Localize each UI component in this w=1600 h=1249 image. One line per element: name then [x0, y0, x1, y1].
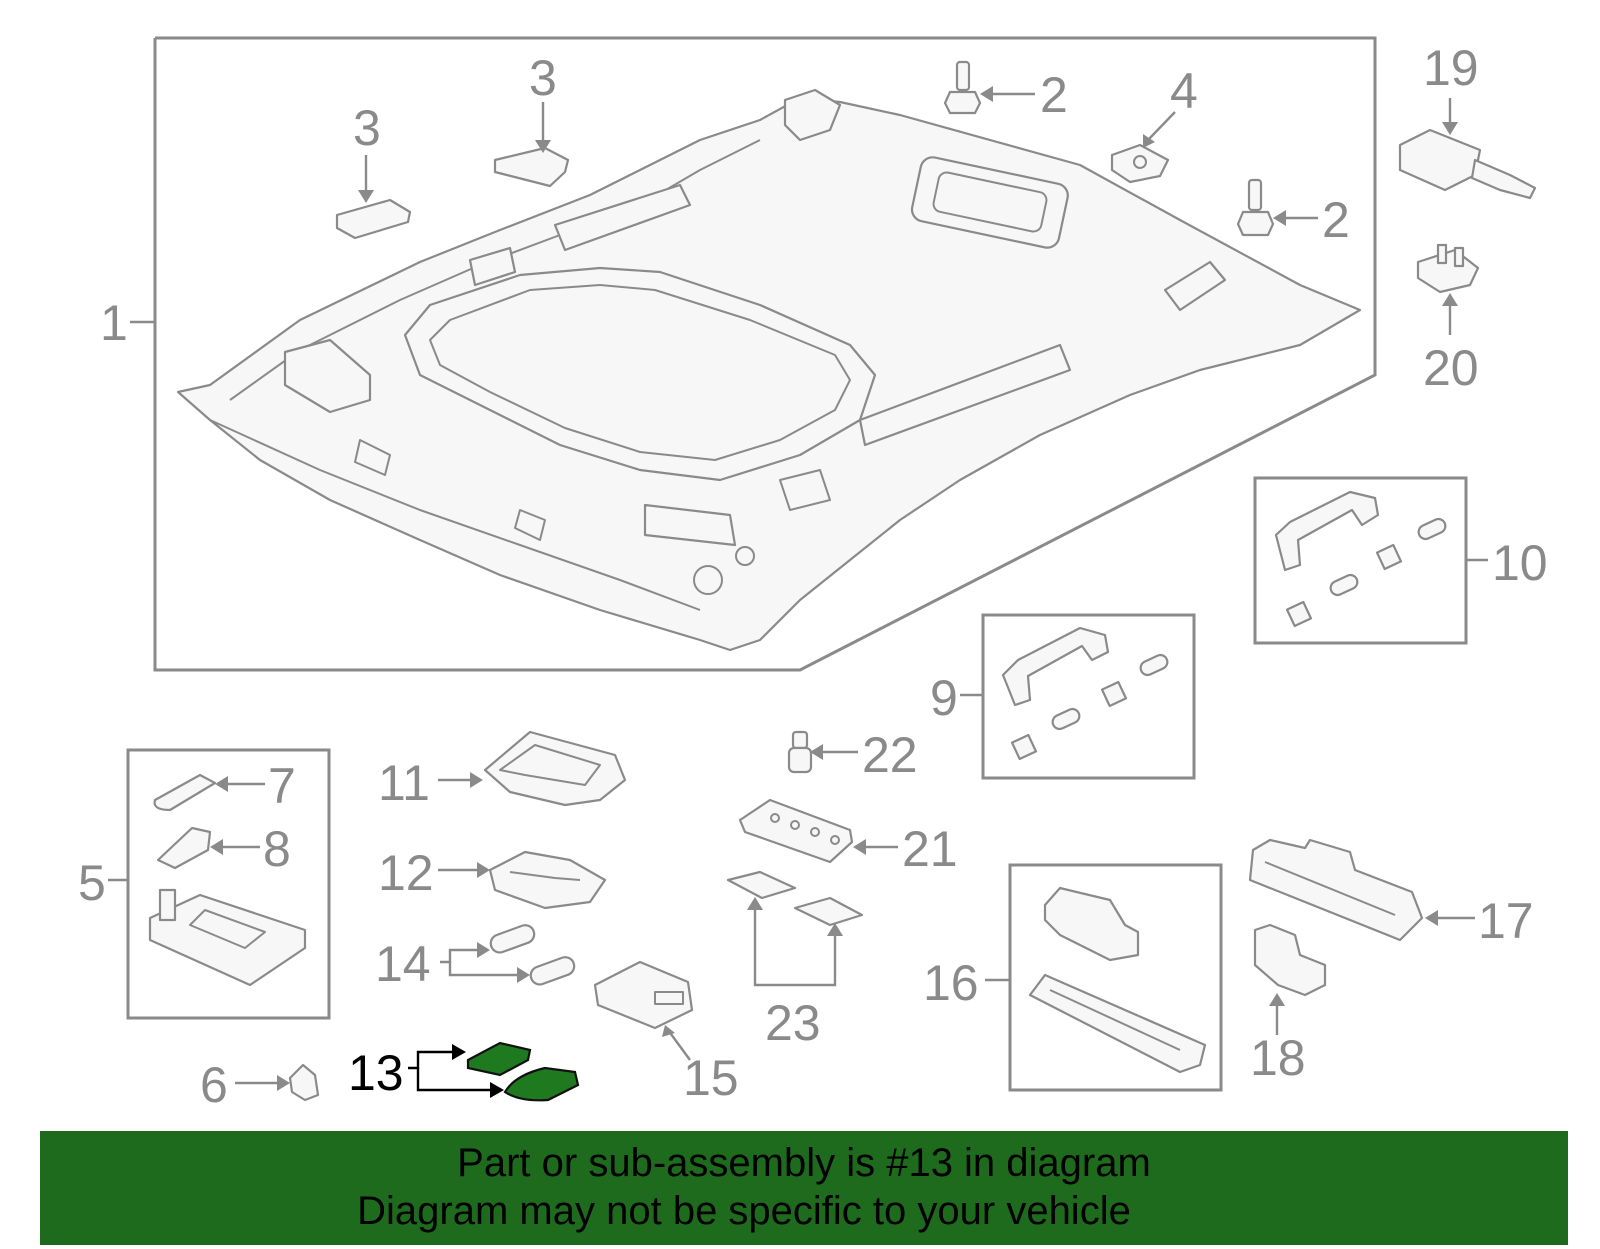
- part-6-holder: [288, 1063, 320, 1102]
- banner-line-1: Part or sub-assembly is #13 in diagram: [457, 1141, 1151, 1185]
- part-18-bracket: [1253, 923, 1327, 997]
- callout-23: 23: [765, 995, 821, 1051]
- part-2-bolt-right: [1236, 178, 1275, 237]
- part-3-clip-left: [335, 198, 412, 240]
- callout-5: 5: [78, 855, 106, 911]
- callout-3b: 3: [529, 50, 557, 106]
- headliner-group-box: [153, 36, 1377, 672]
- part-14-bulbs: [489, 924, 576, 986]
- callout-15: 15: [683, 1050, 739, 1106]
- grab-handle-group-box-9: [981, 613, 1196, 780]
- callout-22: 22: [862, 727, 918, 783]
- part-15-lamp-assembly: [593, 960, 694, 1030]
- callout-7: 7: [268, 758, 296, 814]
- callout-10: 10: [1492, 535, 1548, 591]
- callout-20: 20: [1423, 340, 1479, 396]
- callout-1: 1: [100, 295, 128, 351]
- part-3-clip-right: [493, 146, 570, 188]
- callout-3a: 3: [353, 100, 381, 156]
- part-2-bolt-top: [943, 60, 982, 115]
- info-banner: Part or sub-assembly is #13 in diagram D…: [40, 1131, 1568, 1245]
- part-5-sun-visor: [148, 888, 307, 987]
- callout-18: 18: [1250, 1030, 1306, 1086]
- part-13-lens-cover: [466, 1041, 580, 1102]
- part-21-lamp: [738, 798, 854, 864]
- part-4-nut: [1110, 143, 1170, 184]
- part-17-lamp: [1248, 838, 1424, 942]
- part-12-module: [488, 850, 607, 910]
- callout-4: 4: [1170, 63, 1198, 119]
- callout-6: 6: [200, 1057, 228, 1113]
- callout-11: 11: [378, 755, 430, 811]
- part-19-connector: [1398, 128, 1537, 200]
- callout-16: 16: [923, 955, 979, 1011]
- part-16-lamps: [1028, 886, 1207, 1074]
- callout-14: 14: [375, 936, 431, 992]
- sun-visor-group-box-5: [126, 748, 331, 1020]
- callout-8: 8: [263, 821, 291, 877]
- callout-17: 17: [1478, 893, 1534, 949]
- callout-12: 12: [378, 845, 434, 901]
- banner-line-2: Diagram may not be specific to your vehi…: [357, 1189, 1131, 1233]
- callout-13: 13: [348, 1045, 404, 1101]
- part-7-cover: [153, 773, 217, 812]
- part-20-clip: [1416, 243, 1480, 294]
- part-8-clip: [156, 826, 212, 870]
- part-22-pin: [787, 730, 813, 774]
- headliner-part: [176, 88, 1362, 652]
- part-23-pads: [726, 870, 864, 927]
- callout-2b: 2: [1322, 192, 1350, 248]
- callout-2a: 2: [1040, 67, 1068, 123]
- callout-19: 19: [1423, 40, 1479, 96]
- part-10-grab-handle: [1274, 490, 1447, 628]
- callout-9: 9: [930, 670, 958, 726]
- part-9-grab-handle: [1001, 626, 1169, 761]
- part-11-console: [483, 730, 627, 807]
- callout-21: 21: [902, 821, 958, 877]
- lamp-group-box-16: [1008, 863, 1223, 1092]
